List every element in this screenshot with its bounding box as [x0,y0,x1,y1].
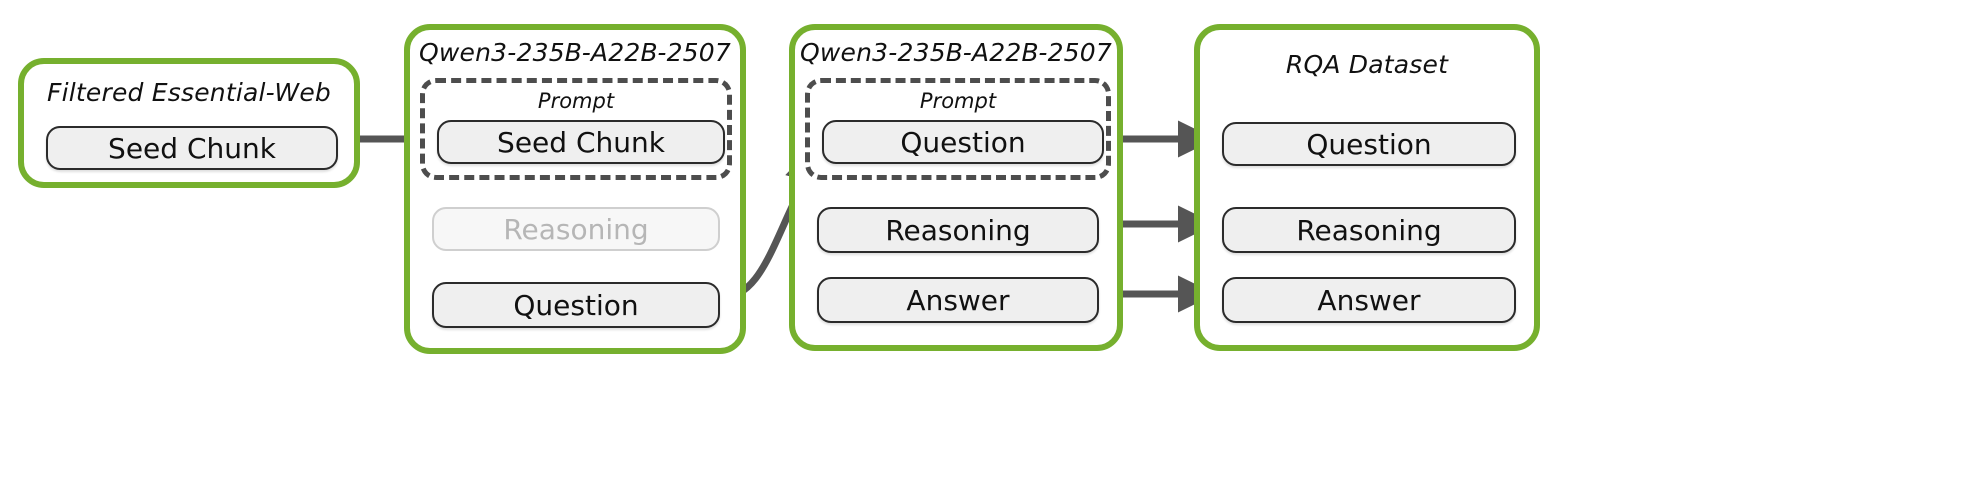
prompt-group-label-stage-2: Prompt [919,89,997,113]
prompt-group-stage-2: Prompt Question [805,78,1111,180]
node-seed-chunk-prompt[interactable]: Seed Chunk [437,120,725,164]
node-reasoning-masked[interactable]: Reasoning [432,207,720,251]
node-question-generated[interactable]: Question [432,282,720,328]
node-dataset-answer[interactable]: Answer [1222,277,1516,323]
panel-filtered-essential-web: Filtered Essential-Web Seed Chunk [18,58,360,188]
panel-qwen-stage-1: Qwen3-235B-A22B-2507 Prompt Seed Chunk R… [404,24,746,354]
node-answer-generated[interactable]: Answer [817,277,1099,323]
node-dataset-reasoning[interactable]: Reasoning [1222,207,1516,253]
panel-title-qwen-stage-1: Qwen3-235B-A22B-2507 [419,38,731,67]
prompt-group-stage-1: Prompt Seed Chunk [420,78,732,180]
panel-title-qwen-stage-2: Qwen3-235B-A22B-2507 [800,38,1112,67]
node-dataset-question[interactable]: Question [1222,122,1516,166]
prompt-group-label-stage-1: Prompt [537,89,615,113]
node-reasoning-generated[interactable]: Reasoning [817,207,1099,253]
panel-qwen-stage-2: Qwen3-235B-A22B-2507 Prompt Question Rea… [789,24,1123,351]
node-question-prompt[interactable]: Question [822,120,1104,164]
panel-rqa-dataset: RQA Dataset Question Reasoning Answer [1194,24,1540,351]
panel-title-filtered-essential-web: Filtered Essential-Web [47,78,331,107]
node-seed-chunk-source[interactable]: Seed Chunk [46,126,338,170]
panel-title-rqa-dataset: RQA Dataset [1285,50,1449,79]
